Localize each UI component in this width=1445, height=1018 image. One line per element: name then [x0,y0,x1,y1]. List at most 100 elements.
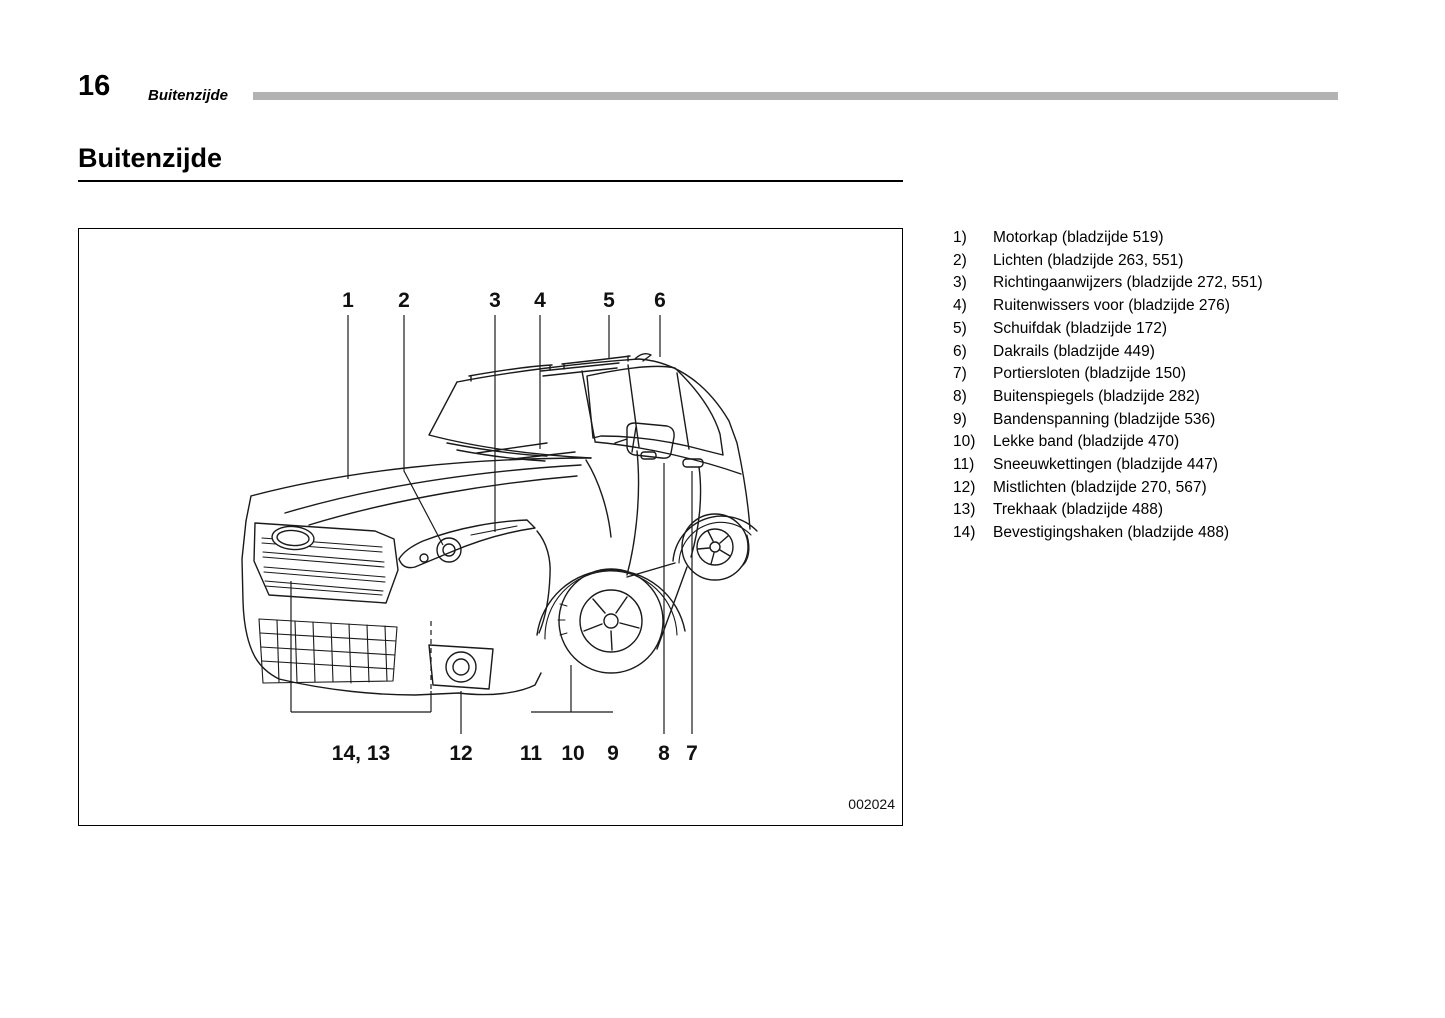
callout-num-6: 6 [654,289,666,312]
legend-item-label: Mistlichten (bladzijde 270, 567) [993,478,1207,496]
callout-numbers: 1 2 3 4 5 6 14, 13 12 11 10 9 8 7 [332,289,698,765]
legend-item: 1) Motorkap (bladzijde 519) [953,227,1383,250]
legend-item-label: Portiersloten (bladzijde 150) [993,365,1186,383]
legend-item-label: Schuifdak (bladzijde 172) [993,319,1168,337]
rocker-sill [626,562,688,650]
rear-bumper-edge [740,534,750,568]
legend-item-label: Dakrails (bladzijde 449) [993,342,1155,360]
legend-item-number: 12) [953,478,976,496]
legend-item: 7)Portiersloten (bladzijde 150) [953,363,1383,386]
legend-item: 3) Richtingaanwijzers (bladzijde 272, 551… [953,272,1383,295]
legend-item-label: Bevestigingshaken (bladzijde 488) [993,524,1230,542]
hood-creases [284,464,582,526]
headlight-projector [436,537,462,563]
roof-rails [468,355,631,382]
rear-tire [681,513,749,581]
fog-light-housing [428,644,494,690]
legend-item-label: Ruitenwissers voor (bladzijde 276) [993,297,1230,315]
legend-item-number: 11) [953,456,975,474]
legend-item-number: 10) [953,433,976,451]
callout-num-9: 9 [607,742,619,765]
legend-item: 10) Lekke band (bladzijde 470) [953,431,1383,454]
figure-code: 002024 [848,796,895,812]
headlight-projector-inner [442,543,456,557]
grille-slats [261,537,386,596]
legend-item-label: Bandenspanning (bladzijde 536) [993,410,1216,428]
callout-num-4: 4 [534,289,546,312]
callout-num-3: 3 [489,289,501,312]
rear-spokes [697,530,731,565]
callout-num-2: 2 [398,289,410,312]
side-mirror [614,422,675,459]
door-seams [626,450,702,576]
callout-num-11: 11 [520,742,543,765]
bumper-mesh-border [258,618,398,684]
headlight-accent [470,525,518,536]
rear-wheel-arch-cladding [678,521,752,564]
legend-item-label: Trekhaak (bladzijde 488) [993,501,1164,519]
car-exterior-diagram: 1 2 3 4 5 6 14, 13 12 11 10 9 8 7 002024 [241,289,895,812]
front-tire-tread [557,603,568,636]
legend-list: 1) Motorkap (bladzijde 519) 2)Lichten (bl… [953,227,1383,545]
bumper-mesh-rows [259,632,397,670]
hood [245,457,592,522]
callout-bracket-9-10-11 [531,665,613,713]
legend-item-label: Sneeuwkettingen (bladzijde 447) [993,456,1218,474]
rear-wheel-arch [672,515,758,562]
rear-rim [696,528,734,566]
grille [253,522,399,604]
legend-item-label: Richtingaanwijzers (bladzijde 272, 551) [993,274,1263,292]
callout-num-1: 1 [342,289,354,312]
front-rim [579,589,643,653]
legend-item: 5) Schuifdak (bladzijde 172) [953,318,1383,341]
legend-item-number: 6) [953,342,967,360]
callout-line-2 [403,315,444,546]
sunroof [540,362,620,377]
legend-item-number: 2) [953,251,967,269]
legend-item: 14)Bevestigingshaken (bladzijde 488) [953,522,1383,545]
side-windows [586,365,724,456]
bumper-mesh-cols [276,619,388,684]
brand-logo-inner [276,529,310,547]
fog-light [445,651,477,683]
legend-item-label: Lekke band (bladzijde 470) [993,433,1180,451]
legend-item-number: 4) [953,297,967,315]
legend-item-number: 1) [953,229,967,246]
legend-item-label: Motorkap (bladzijde 519) [993,229,1164,246]
callout-num-10: 10 [561,742,584,765]
bumper-corner [536,530,551,634]
legend-item-number: 5) [953,319,967,337]
callout-bracket-14-13 [290,581,432,713]
car-line-art [241,352,758,696]
legend-item: 6) Dakrails (bladzijde 449) [953,341,1383,364]
beltline [594,441,742,475]
callout-num-12: 12 [449,742,472,765]
fog-light-inner [452,658,470,676]
callout-num-8: 8 [658,742,670,765]
legend-item-number: 8) [953,387,967,405]
front-wheel-arch-cladding [544,570,678,640]
roofline [456,358,751,530]
door-handle [682,458,704,468]
callout-num-7: 7 [686,742,698,765]
legend-item: 12) Mistlichten (bladzijde 270, 567) [953,477,1383,500]
front-bumper [241,520,542,696]
headlight-bulb [419,553,429,563]
callout-num-5: 5 [603,289,615,312]
legend-item-label: Buitenspiegels (bladzijde 282) [993,387,1200,405]
window-pillars [627,364,690,450]
fender-line [585,459,612,538]
antenna-fin [634,352,652,362]
front-tire [558,568,664,674]
legend-item: 2)Lichten (bladzijde 263, 551) [953,250,1383,273]
legend-item: 9)Bandenspanning (bladzijde 536) [953,409,1383,432]
page-number: 16 [78,70,111,102]
headlight [398,519,536,569]
page-title: Buitenzijde [78,143,223,173]
legend-item-number: 3) [953,274,967,292]
rear-hub [709,541,721,553]
title-rule [78,180,903,182]
legend-item-number: 13) [953,501,976,519]
wipers [446,442,576,462]
